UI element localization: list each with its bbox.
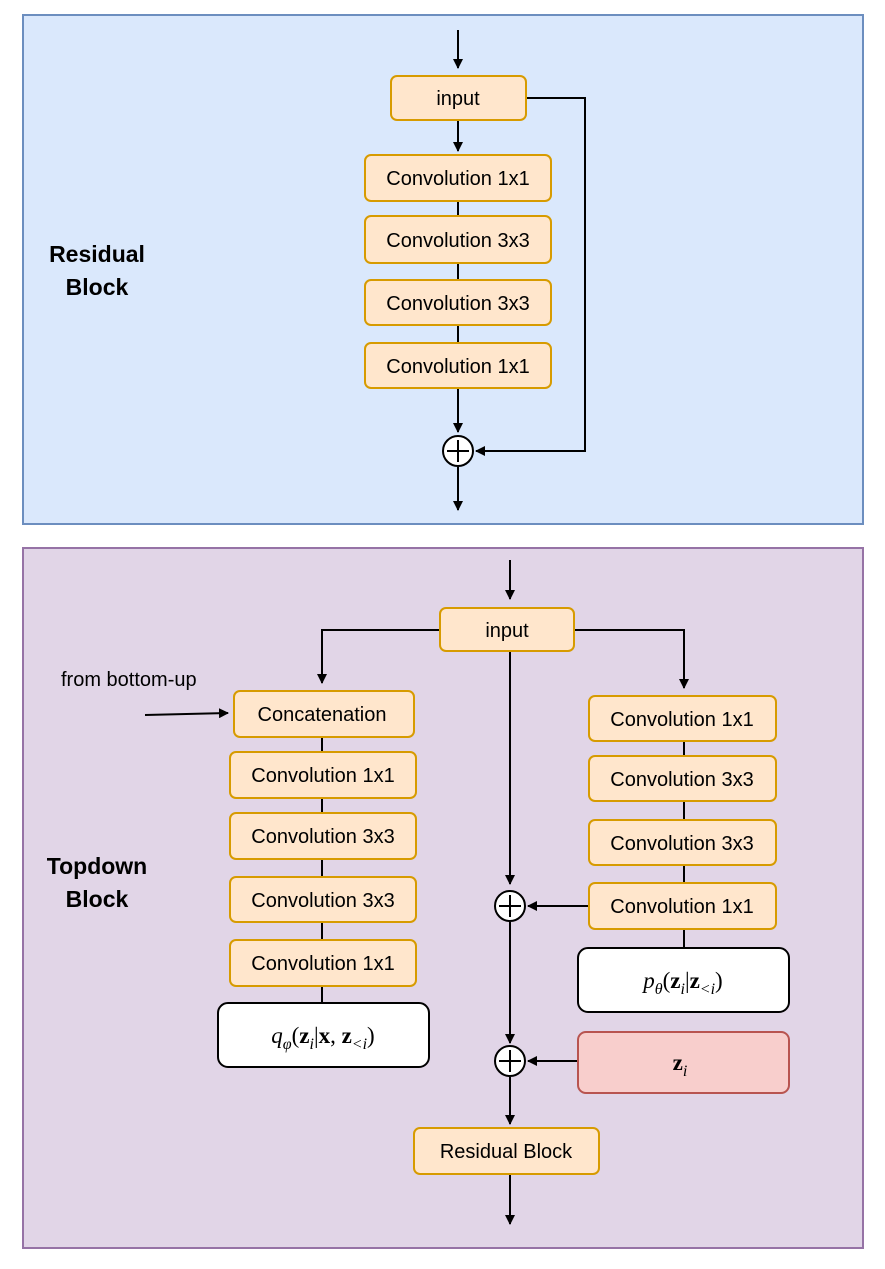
td-right-conv-2-box — [588, 755, 777, 802]
td-right-conv-4-label: Convolution 1x1 — [610, 896, 753, 918]
posterior-x: x — [319, 1023, 331, 1048]
td-left-conv-4-box — [229, 939, 417, 987]
td-latent-z-formula: zi — [673, 1050, 688, 1080]
td-right-conv-3-box — [588, 819, 777, 866]
td-residual-block-box — [413, 1127, 600, 1175]
td-right-conv-4-box — [588, 882, 777, 930]
prior-p: p — [641, 968, 655, 993]
td-left-conv-1-label: Convolution 1x1 — [251, 765, 394, 787]
td-prior-box — [577, 947, 790, 1013]
posterior-bar: | — [314, 1023, 319, 1048]
res-conv-2-box — [364, 215, 552, 264]
residual-block-title-line2: Block — [66, 274, 129, 300]
td-concatenation-label: Concatenation — [258, 704, 387, 726]
td-left-conv-4-label: Convolution 1x1 — [251, 953, 394, 975]
res-conv-1-box — [364, 154, 552, 202]
td-left-conv-1-box — [229, 751, 417, 799]
td-input-box — [439, 607, 575, 652]
td-posterior-formula: qφ(zi|x, z<i) — [271, 1023, 374, 1053]
posterior-i: i — [310, 1036, 314, 1053]
td-residual-block-label: Residual Block — [440, 1141, 573, 1163]
prior-z: z — [670, 968, 680, 993]
posterior-z2: z — [342, 1023, 352, 1048]
res-conv-4-label: Convolution 1x1 — [386, 356, 529, 378]
posterior-z: z — [299, 1023, 309, 1048]
res-conv-1-label: Convolution 1x1 — [386, 168, 529, 190]
prior-lti: <i — [700, 981, 715, 998]
posterior-phi: φ — [283, 1036, 292, 1053]
td-right-conv-1-label: Convolution 1x1 — [610, 709, 753, 731]
topdown-block-title-line1: Topdown — [47, 853, 147, 879]
td-input-to-left-arrow — [317, 629, 440, 684]
td-concatenation-box — [233, 690, 415, 738]
td-sum-2-icon — [494, 1045, 526, 1077]
td-input-to-right-arrow — [574, 629, 689, 689]
td-left-conv-3-label: Convolution 3x3 — [251, 890, 394, 912]
td-left-conv-2-label: Convolution 3x3 — [251, 826, 394, 848]
topdown-block-title-line2: Block — [66, 886, 129, 912]
res-conv-3-label: Convolution 3x3 — [386, 293, 529, 315]
res-conv-2-label: Convolution 3x3 — [386, 230, 529, 252]
residual-block-title-line1: Residual — [49, 241, 145, 267]
prior-theta: θ — [655, 981, 663, 998]
td-input-label: input — [485, 620, 529, 642]
td-left-conv-2-box — [229, 812, 417, 860]
posterior-close: ) — [367, 1023, 375, 1048]
td-right-conv-1-box — [588, 695, 777, 742]
res-skip-connection — [475, 97, 586, 456]
td-bottom-up-arrow — [144, 708, 229, 719]
prior-z2: z — [690, 968, 700, 993]
res-conv-3-box — [364, 279, 552, 326]
res-input-label: input — [436, 88, 480, 110]
td-from-bottom-up-label: from bottom-up — [61, 669, 197, 691]
prior-open: ( — [663, 968, 671, 993]
prior-i: i — [681, 981, 685, 998]
posterior-lti: <i — [352, 1036, 367, 1053]
latent-i: i — [683, 1063, 687, 1080]
res-sum-icon — [442, 435, 474, 467]
td-right-conv-2-label: Convolution 3x3 — [610, 769, 753, 791]
res-conv-4-box — [364, 342, 552, 389]
latent-z: z — [673, 1050, 683, 1075]
posterior-open: ( — [292, 1023, 300, 1048]
posterior-q: q — [271, 1023, 283, 1048]
prior-close: ) — [715, 968, 723, 993]
td-left-conv-3-box — [229, 876, 417, 923]
td-sum-1-icon — [494, 890, 526, 922]
posterior-comma: , — [330, 1023, 342, 1048]
td-posterior-box — [217, 1002, 430, 1068]
td-prior-formula: pθ(zi|z<i) — [641, 968, 722, 998]
res-input-box — [390, 75, 527, 121]
prior-bar: | — [685, 968, 690, 993]
td-latent-z-box — [577, 1031, 790, 1094]
td-right-conv-3-label: Convolution 3x3 — [610, 833, 753, 855]
